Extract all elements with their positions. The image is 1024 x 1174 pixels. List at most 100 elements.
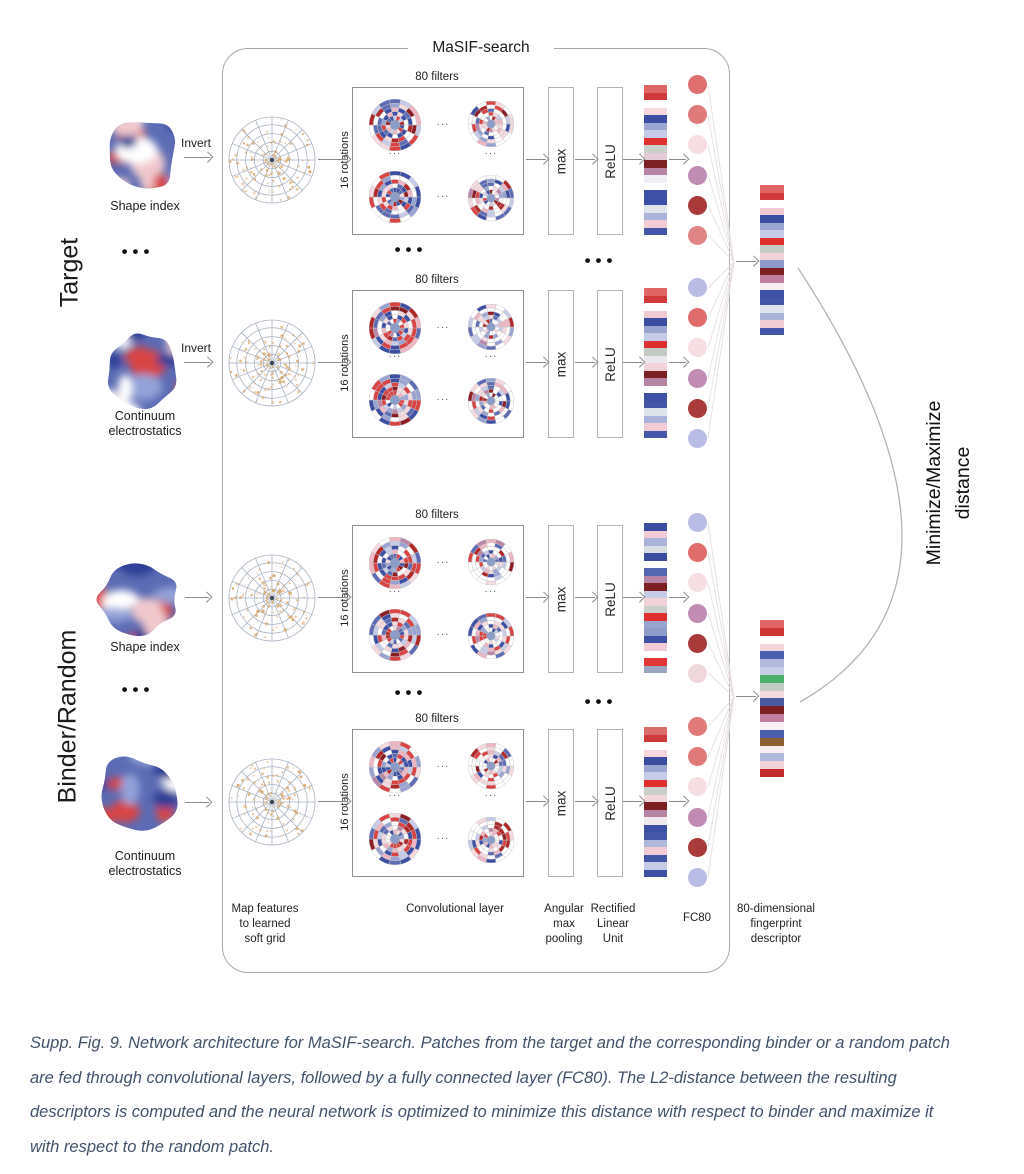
target-shape-index-patch xyxy=(98,110,188,196)
target-electrostatics-patch xyxy=(98,322,188,417)
ellipsis-small: ··· xyxy=(484,148,498,159)
ellipsis-small: ··· xyxy=(436,119,450,130)
ellipsis-small: ··· xyxy=(436,394,450,405)
relu-box: ReLU xyxy=(597,87,623,235)
ellipsis-dots: ••• xyxy=(394,683,428,702)
filter-wheel xyxy=(369,302,421,354)
convolutional-layer-label: Convolutional layer xyxy=(406,903,504,915)
arrow-icon xyxy=(669,801,686,803)
arrow-icon xyxy=(184,362,210,364)
arrow-icon xyxy=(526,159,546,161)
arrow-icon xyxy=(575,801,595,803)
arrow-icon xyxy=(575,159,595,161)
ellipsis-small: ··· xyxy=(388,586,402,597)
arrow-icon xyxy=(185,802,209,804)
arrow-icon xyxy=(623,801,642,803)
descriptor-label: 80-dimensional fingerprint descriptor xyxy=(737,903,815,945)
filters-count-label: 80 filters xyxy=(415,509,459,521)
filter-wheel xyxy=(468,613,514,659)
invert-label: Invert xyxy=(180,136,211,150)
ellipsis-small: ··· xyxy=(436,629,450,640)
soft-grid-plot xyxy=(227,115,317,205)
binder-fingerprint-descriptor xyxy=(760,620,784,777)
soft-grid-plot xyxy=(227,553,317,643)
fc80-units xyxy=(688,75,707,245)
shape-index-label: Shape index xyxy=(110,199,180,213)
ellipsis-dots: ••• xyxy=(584,692,618,711)
filter-wheel xyxy=(468,743,514,789)
shape-index-label: Shape index xyxy=(110,640,180,654)
arrow-icon xyxy=(318,362,348,364)
rectified-linear-unit-label: Rectified Linear Unit xyxy=(590,903,636,945)
ellipsis-small: ··· xyxy=(436,761,450,772)
arrow-icon xyxy=(623,159,642,161)
arrow-icon xyxy=(575,362,595,364)
angular-max-pooling-label: Angular max pooling xyxy=(544,903,584,945)
map-features-label: Map features to learned soft grid xyxy=(231,903,299,945)
feature-bar xyxy=(644,288,667,438)
arrow-icon xyxy=(736,261,756,263)
filter-wheel xyxy=(369,537,421,589)
relu-box: ReLU xyxy=(597,525,623,673)
arrow-icon xyxy=(669,362,686,364)
ellipsis-small: ··· xyxy=(388,790,402,801)
ellipsis-small: ··· xyxy=(436,557,450,568)
target-label: Target xyxy=(55,237,84,308)
arrow-icon xyxy=(526,362,546,364)
feature-bar xyxy=(644,727,667,877)
max-pool-box: max xyxy=(548,525,574,673)
max-pool-box: max xyxy=(548,87,574,235)
ellipsis-dots: ••• xyxy=(394,240,428,259)
filter-wheel xyxy=(369,171,421,223)
fc80-label: FC80 xyxy=(682,912,712,924)
fc80-units xyxy=(688,513,707,683)
invert-label: Invert xyxy=(180,341,211,355)
arrow-icon xyxy=(575,597,595,599)
ellipsis-small: ··· xyxy=(484,790,498,801)
target-fingerprint-descriptor xyxy=(760,185,784,335)
relu-box: ReLU xyxy=(597,729,623,877)
arrow-icon xyxy=(669,597,686,599)
masif-search-title: MaSIF-search xyxy=(408,39,554,57)
arrow-icon xyxy=(318,801,348,803)
filter-wheel xyxy=(369,813,421,865)
ellipsis-dots: ••• xyxy=(121,680,155,699)
binder-shape-index-patch xyxy=(90,556,186,642)
ellipsis-small: ··· xyxy=(388,148,402,159)
filters-count-label: 80 filters xyxy=(415,71,459,83)
figure-caption: Supp. Fig. 9. Network architecture for M… xyxy=(30,1034,950,1156)
max-pool-box: max xyxy=(548,290,574,438)
ellipsis-dots: ••• xyxy=(121,242,155,261)
arrow-icon xyxy=(185,597,209,599)
ellipsis-small: ··· xyxy=(388,351,402,362)
arrow-icon xyxy=(669,159,686,161)
filter-wheel xyxy=(468,175,514,221)
filter-wheel xyxy=(369,374,421,426)
arrow-icon xyxy=(318,597,348,599)
feature-bar xyxy=(644,85,667,235)
fc80-units xyxy=(688,717,707,887)
ellipsis-small: ··· xyxy=(484,586,498,597)
binder-random-label: Binder/Random xyxy=(53,629,82,804)
relu-box: ReLU xyxy=(597,290,623,438)
continuum-electrostatics-label: Continuum electrostatics xyxy=(108,409,182,438)
ellipsis-small: ··· xyxy=(484,351,498,362)
filter-wheel xyxy=(369,741,421,793)
soft-grid-plot xyxy=(227,757,317,847)
max-pool-box: max xyxy=(548,729,574,877)
ellipsis-small: ··· xyxy=(436,191,450,202)
arrow-icon xyxy=(736,696,756,698)
soft-grid-plot xyxy=(227,318,317,408)
minimize-maximize-label: Minimize/Maximize distance xyxy=(923,400,974,566)
filter-wheel xyxy=(369,99,421,151)
arrow-icon xyxy=(526,597,546,599)
filter-wheel xyxy=(369,609,421,661)
arrow-icon xyxy=(623,362,642,364)
filter-wheel xyxy=(468,378,514,424)
binder-electrostatics-patch xyxy=(86,750,186,838)
ellipsis-small: ··· xyxy=(436,833,450,844)
ellipsis-small: ··· xyxy=(436,322,450,333)
ellipsis-dots: ••• xyxy=(584,251,618,270)
continuum-electrostatics-label: Continuum electrostatics xyxy=(108,849,182,878)
